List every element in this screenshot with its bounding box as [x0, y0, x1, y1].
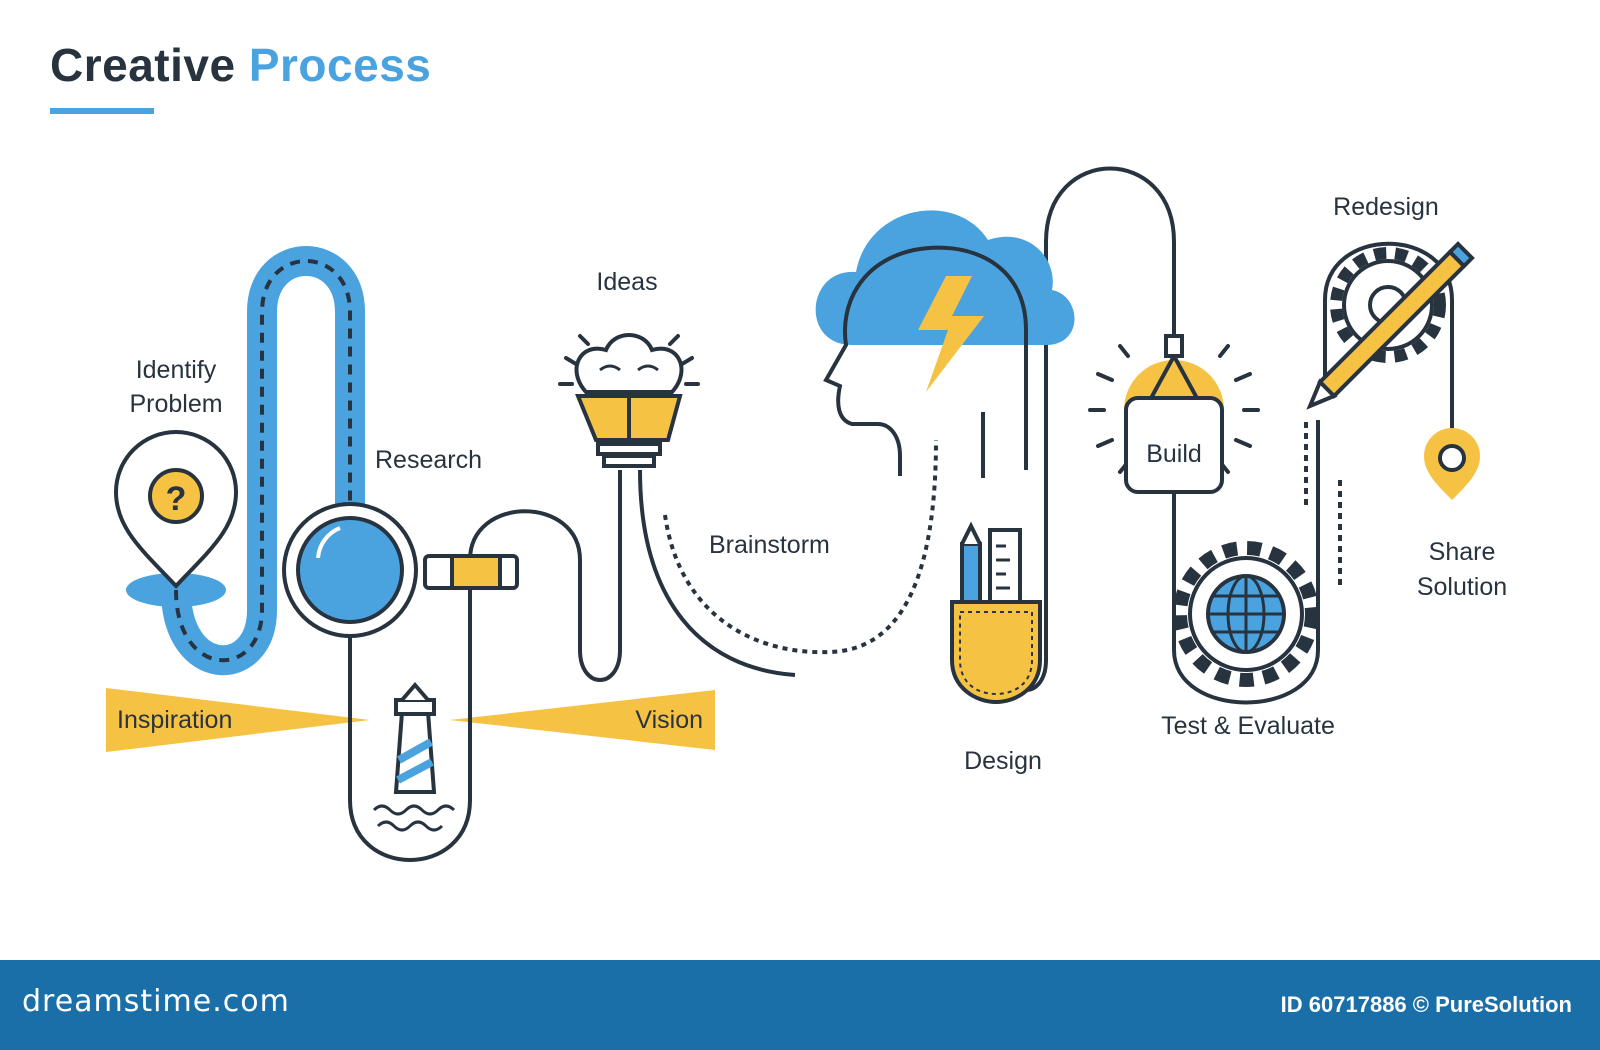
- label-research: Research: [375, 446, 482, 474]
- brainstorm-curve: [638, 469, 796, 677]
- label-test-evaluate: Test & Evaluate: [1161, 712, 1335, 740]
- label-brainstorm: Brainstorm: [709, 531, 830, 559]
- share-location-pin-icon: [1424, 428, 1480, 500]
- magnifier-icon: [282, 502, 519, 638]
- title-part-1: Creative: [50, 39, 236, 91]
- location-pin-icon: ?: [113, 430, 239, 589]
- label-identify-line2: Problem: [129, 390, 222, 418]
- page-title: Creative Process: [50, 38, 431, 92]
- footer-brand: dreamstime.com: [22, 984, 290, 1019]
- label-design: Design: [964, 747, 1042, 775]
- blue-path: [126, 246, 365, 676]
- title-part-2: Process: [248, 39, 432, 91]
- inspiration-beam: [106, 688, 370, 752]
- design-tools-icon: [950, 521, 1042, 705]
- label-build: Build: [1146, 440, 1202, 468]
- label-vision: Vision: [635, 706, 703, 734]
- footer-bar: dreamstime.com ID 60717886 © PureSolutio…: [0, 960, 1600, 1050]
- redesign-gear-pencil-icon: [1306, 241, 1475, 410]
- label-share-line2: Solution: [1417, 573, 1507, 601]
- label-share-line1: Share: [1429, 538, 1496, 566]
- question-mark-text: ?: [166, 480, 187, 518]
- build-sign-icon: [1088, 334, 1260, 494]
- label-ideas: Ideas: [596, 268, 657, 296]
- lighthouse-icon: [372, 681, 456, 832]
- main-process-line: [348, 470, 622, 862]
- vision-beam: [450, 690, 715, 750]
- test-dotted-line: [1304, 420, 1342, 585]
- footer-image-id: ID 60717886 © PureSolution: [1280, 992, 1572, 1017]
- label-redesign: Redesign: [1333, 193, 1439, 221]
- label-identify-line1: Identify: [136, 356, 217, 384]
- cloud-head-icon: [815, 210, 1075, 476]
- label-inspiration: Inspiration: [117, 706, 232, 734]
- gear-globe-icon: [1173, 541, 1319, 687]
- lightbulb-idea-icon: [558, 333, 700, 468]
- build-to-gear-line: [1172, 420, 1320, 705]
- title-underline: [50, 108, 154, 114]
- process-diagram: ?: [106, 166, 1507, 862]
